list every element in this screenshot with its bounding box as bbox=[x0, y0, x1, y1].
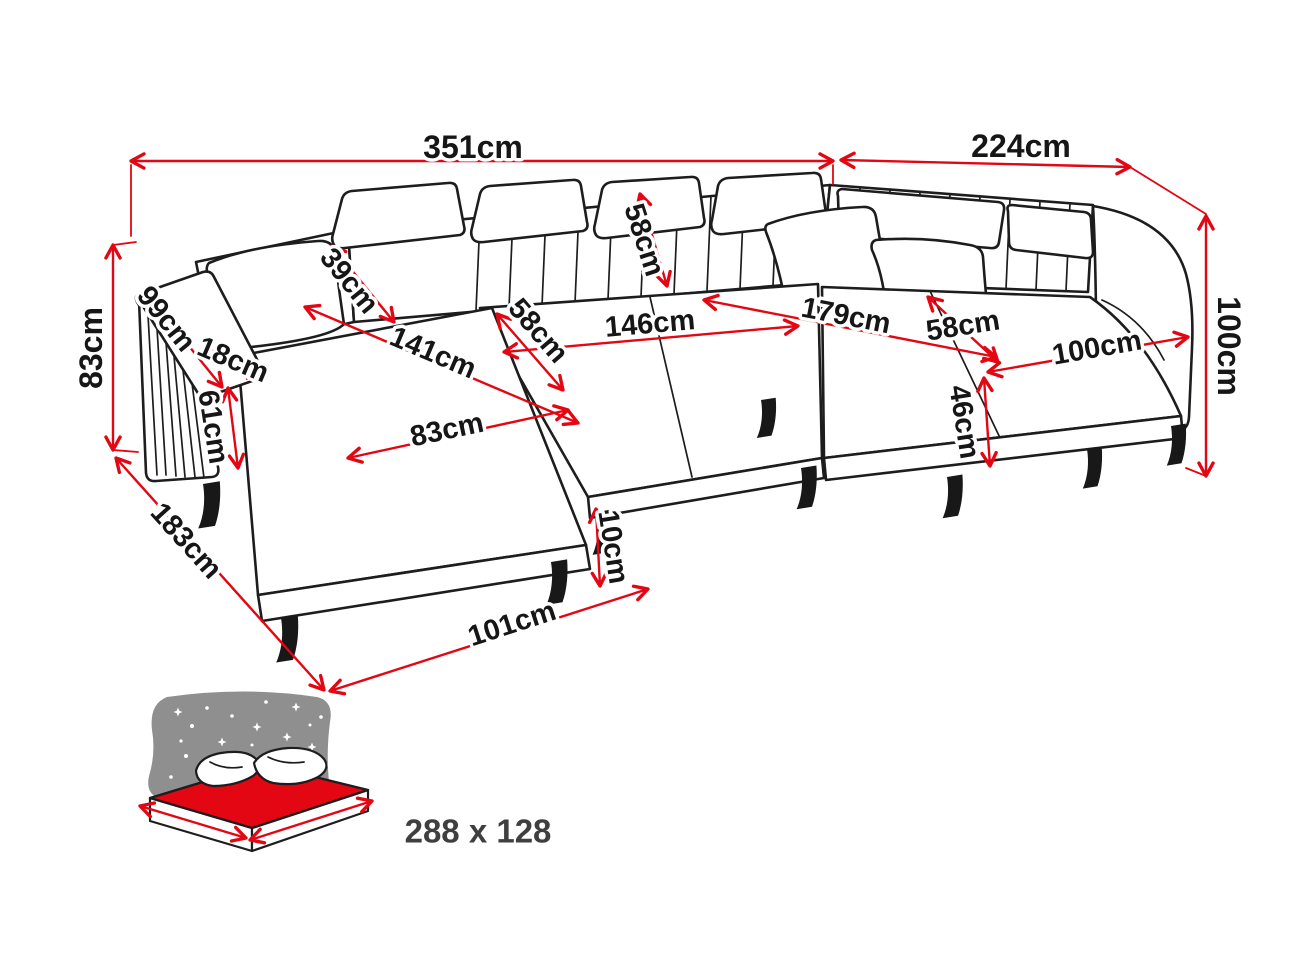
extension-line bbox=[1185, 467, 1207, 477]
extension-line bbox=[1129, 166, 1207, 215]
dim-line-seat-front-height bbox=[976, 376, 998, 468]
dim-line-chaise-length-right bbox=[986, 330, 1190, 379]
leg bbox=[1082, 446, 1103, 489]
leg bbox=[198, 481, 221, 529]
leg bbox=[942, 474, 963, 519]
dim-line-armrest-width bbox=[204, 349, 264, 380]
bed-pillow bbox=[252, 746, 328, 786]
dim-line-front-width bbox=[328, 584, 650, 696]
dim-line-backrest-height bbox=[635, 192, 672, 288]
corner-headrest-flap bbox=[1006, 203, 1095, 260]
dim-line-total-depth-right bbox=[839, 151, 1132, 176]
extension-line bbox=[112, 241, 137, 246]
dim-line-armrest-front-height bbox=[220, 386, 246, 470]
sleeping-function-icon: 288 x 128 bbox=[138, 691, 552, 853]
headrest-flap bbox=[469, 178, 589, 244]
bed-size-label: 288 x 128 bbox=[405, 813, 552, 850]
dim-line-chaise-width bbox=[346, 404, 570, 464]
bed-width-arrow bbox=[138, 801, 248, 843]
dim-line-side-depth bbox=[114, 456, 326, 692]
dim-label-front-width: 101cm bbox=[464, 595, 560, 653]
dim-label-height-left: 83cm bbox=[73, 307, 109, 389]
dim-label-height-right: 100cm bbox=[1211, 296, 1247, 396]
pillow-crease bbox=[267, 756, 305, 764]
dimension-lines bbox=[104, 151, 1215, 696]
dim-label-total-depth-right: 224cm bbox=[971, 128, 1071, 164]
bed-length-arrow bbox=[248, 796, 374, 845]
dim-line-leg-height bbox=[587, 507, 609, 588]
dim-label-total-width: 351cm bbox=[423, 129, 523, 165]
dim-line-chaise-length bbox=[303, 303, 580, 427]
dim-label-leg-height: 10cm bbox=[591, 508, 634, 586]
extension-line bbox=[112, 449, 139, 453]
pillow-crease bbox=[209, 761, 243, 769]
sofa-outline bbox=[134, 171, 1194, 663]
